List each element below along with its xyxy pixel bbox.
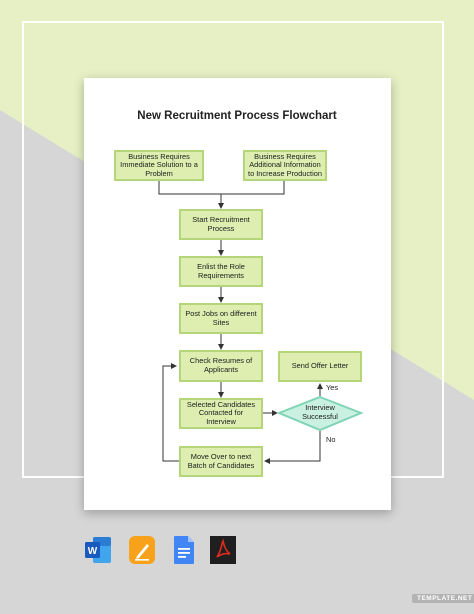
decision-label: Interview Successful — [302, 403, 338, 421]
no-label: No — [326, 435, 336, 444]
template-net-badge: TEMPLATE.NET — [412, 594, 474, 603]
google-docs-icon[interactable] — [170, 535, 198, 565]
node-move-over: Move Over to next Batch of Candidates — [179, 446, 263, 477]
pages-icon[interactable] — [128, 535, 156, 565]
node-check-resumes: Check Resumes of Applicants — [179, 350, 263, 382]
arrow-no-to-moveover — [264, 430, 321, 464]
yes-label: Yes — [326, 383, 339, 392]
pdf-icon[interactable] — [209, 535, 237, 565]
node-additional-information: Business Requires Additional Information… — [243, 150, 327, 181]
merge-connector — [158, 180, 285, 195]
node-enlist-role: Enlist the Role Requirements — [179, 256, 263, 287]
word-icon[interactable]: W — [84, 535, 112, 565]
flowchart-title: New Recruitment Process Flowchart — [137, 110, 337, 122]
node-selected-candidates: Selected Candidates Contacted for Interv… — [179, 398, 263, 429]
node-immediate-solution: Business Requires Immediate Solution to … — [114, 150, 204, 181]
loop-back-arrow — [162, 363, 179, 462]
node-send-offer: Send Offer Letter — [278, 351, 362, 382]
svg-text:W: W — [88, 546, 98, 557]
node-start-recruitment: Start Recruitment Process — [179, 209, 263, 240]
node-post-jobs: Post Jobs on different Sites — [179, 303, 263, 334]
decision-diamond — [276, 395, 364, 432]
